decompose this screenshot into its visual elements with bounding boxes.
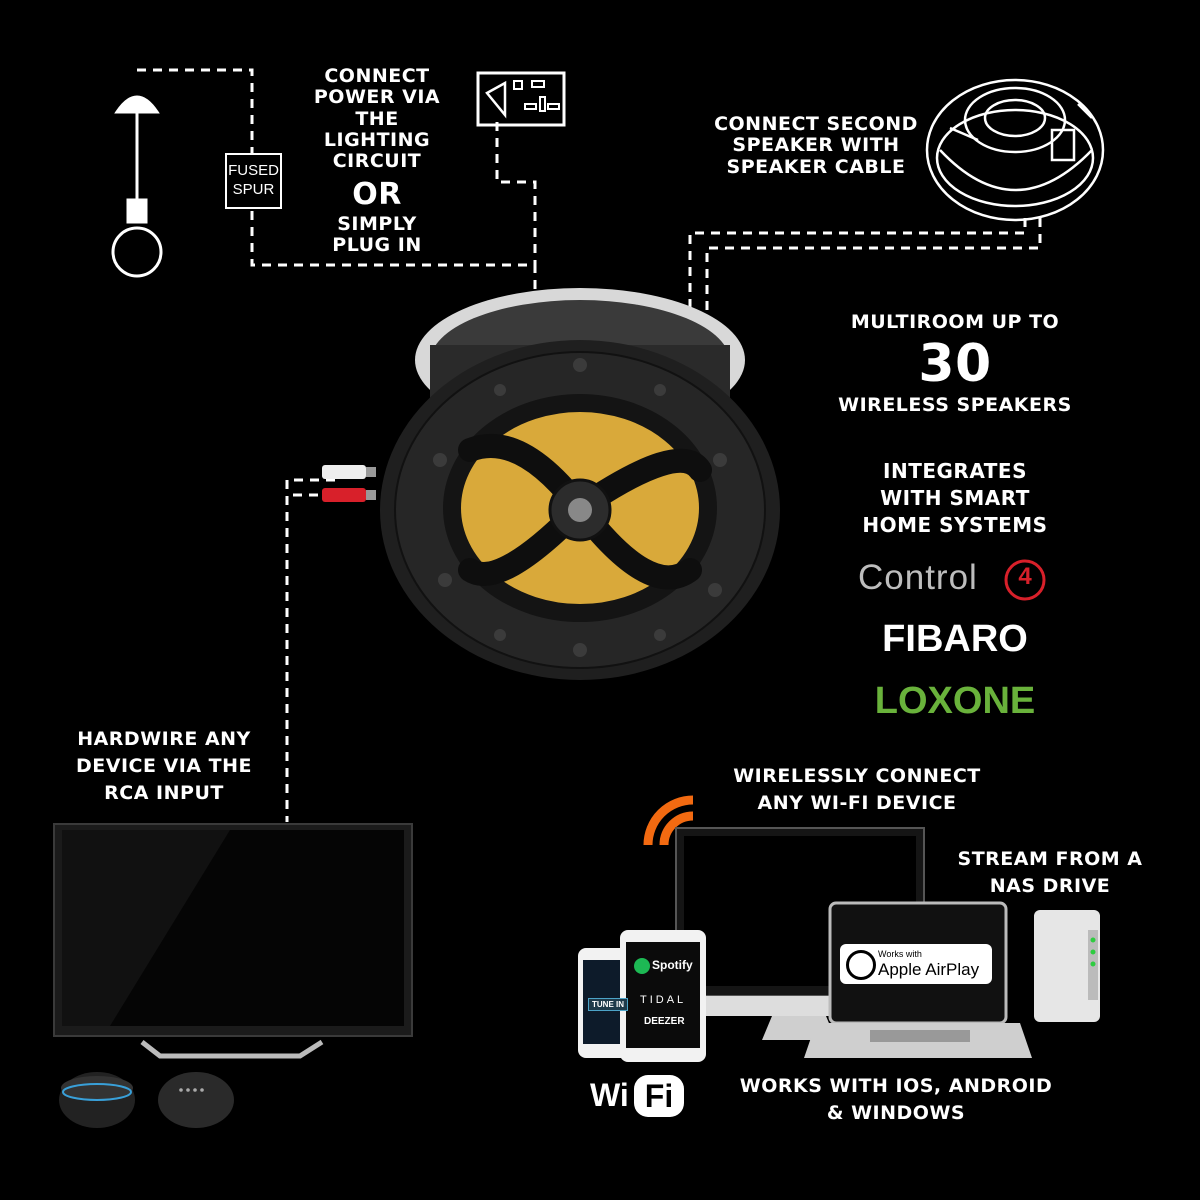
power-line-5: SIMPLY — [337, 212, 417, 235]
wifi-logo-left: Wi — [590, 1077, 629, 1113]
speaker-cable-outer — [705, 218, 1042, 358]
smart-speakers-icon — [59, 1072, 234, 1128]
pendant-lamp-icon — [111, 95, 163, 278]
second-speaker-label: CONNECT SECOND SPEAKER WITH SPEAKER CABL… — [700, 113, 932, 178]
fused-spur-box: FUSED SPUR — [225, 153, 282, 209]
wiring-lines — [137, 68, 1042, 822]
television-icon — [53, 823, 413, 1059]
second-speaker-icon — [925, 78, 1105, 222]
second-line-3: SPEAKER CABLE — [726, 155, 906, 178]
power-line-2: POWER VIA — [313, 86, 441, 109]
airplay-icon — [846, 950, 876, 980]
fibaro-logo: FIBARO — [882, 618, 1028, 660]
wifi-line-1: WIRELESSLY CONNECT — [733, 765, 981, 787]
smart-line-1: INTEGRATES — [883, 459, 1027, 483]
deezer-logo: DEEZER — [644, 1016, 685, 1027]
control4-logo: Control — [858, 558, 1018, 598]
multi-number: 30 — [918, 334, 992, 395]
rca-line-2: DEVICE VIA THE — [76, 755, 252, 777]
rca-label: HARDWIRE ANY DEVICE VIA THE RCA INPUT — [52, 726, 276, 807]
os-line-1: WORKS WITH IOS, ANDROID — [739, 1075, 1053, 1097]
nas-drive-icon — [1034, 910, 1100, 1022]
plug-wire — [495, 122, 537, 265]
rca-connector-icon — [322, 465, 376, 502]
smart-line-3: HOME SYSTEMS — [862, 513, 1048, 537]
airplay-badge: Works with Apple AirPlay — [840, 944, 992, 984]
loxone-logo: LOXONE — [874, 680, 1036, 722]
wifi-line-2: ANY WI-FI DEVICE — [757, 792, 957, 814]
airplay-small: Works with — [878, 949, 922, 959]
second-line-1: CONNECT SECOND — [714, 113, 918, 135]
control4-text: Control — [858, 558, 978, 597]
control4-mark-icon — [1004, 559, 1046, 601]
smart-line-2: WITH SMART — [880, 486, 1030, 510]
rca-cable-wire — [285, 478, 335, 822]
tidal-logo: TIDAL — [640, 994, 687, 1006]
os-label: WORKS WITH IOS, ANDROID & WINDOWS — [716, 1073, 1076, 1127]
rca-line-1: HARDWIRE ANY — [77, 728, 251, 750]
wifi-label: WIRELESSLY CONNECT ANY WI-FI DEVICE — [712, 763, 1002, 817]
power-label: CONNECT POWER VIA THE LIGHTING CIRCUIT O… — [300, 65, 454, 257]
multi-line-2: WIRELESS SPEAKERS — [838, 394, 1072, 417]
fused-line-2: SPUR — [232, 181, 275, 198]
power-line-6: PLUG IN — [332, 234, 422, 257]
second-line-2: SPEAKER WITH — [732, 134, 900, 157]
speaker-cable-inner — [688, 218, 1027, 352]
wifi-logo-right: Fi — [634, 1075, 684, 1117]
nas-line-1: STREAM FROM A — [957, 848, 1143, 870]
airplay-big: Apple AirPlay — [878, 960, 980, 979]
lighting-circuit-wire — [137, 68, 537, 300]
tunein-logo: TUNE IN — [588, 998, 628, 1011]
nas-label: STREAM FROM A NAS DRIVE — [948, 846, 1152, 900]
multiroom-label: MULTIROOM UP TO 30 WIRELESS SPEAKERS — [820, 311, 1090, 417]
power-line-3: THE LIGHTING — [323, 107, 431, 151]
os-line-2: & WINDOWS — [826, 1102, 966, 1124]
power-or: OR — [352, 177, 402, 213]
power-line-4: CIRCUIT — [332, 150, 422, 173]
wall-socket-icon — [476, 71, 566, 127]
rca-line-3: RCA INPUT — [104, 782, 224, 804]
power-line-1: CONNECT — [324, 65, 430, 87]
spotify-logo: Spotify — [652, 958, 693, 972]
smart-home-label: INTEGRATES WITH SMART HOME SYSTEMS — [840, 458, 1070, 539]
nas-line-2: NAS DRIVE — [989, 875, 1111, 897]
main-speaker-image — [380, 288, 780, 680]
wifi-logo: Wi Fi — [582, 1075, 688, 1119]
multi-line-1: MULTIROOM UP TO — [850, 311, 1060, 333]
control4-mark: 4 — [1018, 563, 1032, 590]
tablet-icon — [620, 930, 706, 1062]
fused-line-1: FUSED — [228, 162, 279, 179]
